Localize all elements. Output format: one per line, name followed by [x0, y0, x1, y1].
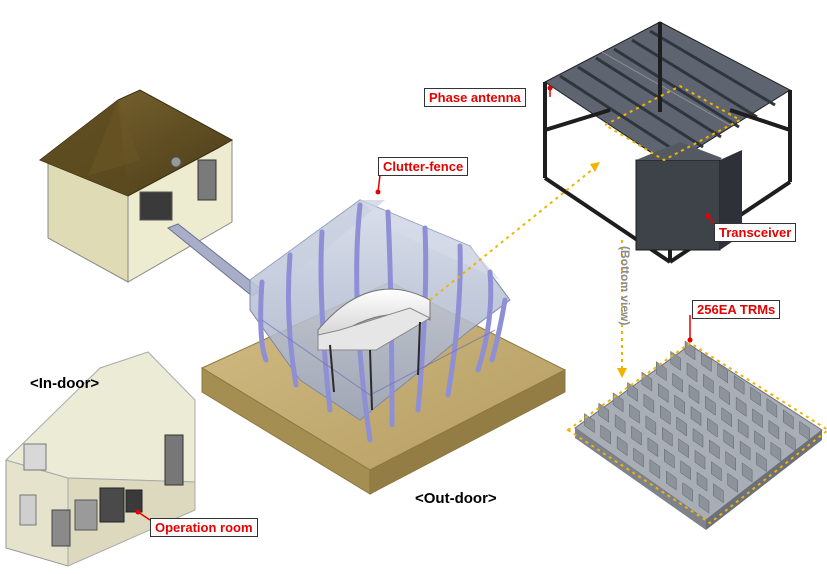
trm-module — [739, 440, 751, 461]
label-trms: 256EA TRMs — [692, 300, 781, 319]
trm-module — [692, 427, 704, 448]
trm-module — [633, 447, 644, 468]
trm-module — [629, 403, 640, 424]
trm-module — [686, 362, 698, 383]
trm-module — [766, 397, 778, 418]
trm-module — [768, 419, 780, 440]
trm-module — [584, 413, 595, 434]
label-phase-antenna: Phase antenna — [424, 88, 526, 107]
house-window — [139, 191, 173, 221]
trm-module — [680, 460, 691, 481]
trm-module — [649, 459, 661, 480]
trm-module — [721, 407, 732, 428]
trm-module — [696, 471, 708, 492]
house — [39, 89, 234, 283]
trm-module — [647, 437, 659, 458]
trm-module — [674, 394, 685, 415]
trm-module — [698, 493, 710, 514]
cable-duct — [167, 223, 263, 297]
trm-module — [641, 371, 653, 392]
operation-room-cutaway — [5, 351, 196, 567]
trm-module — [727, 472, 738, 493]
trm-module — [645, 415, 657, 436]
trm-module — [703, 373, 714, 394]
trm-module — [598, 402, 609, 423]
trm-module — [688, 384, 700, 405]
trm-module — [725, 450, 736, 471]
trm-module — [694, 449, 706, 470]
trm-module — [600, 424, 611, 445]
trm-array — [574, 340, 823, 530]
label-clutter-fence: Clutter-fence — [378, 157, 469, 176]
radar-dome — [317, 288, 432, 411]
trm-module — [770, 441, 782, 462]
label-transceiver: Transceiver — [714, 223, 797, 242]
trm-module — [616, 436, 628, 457]
trm-module — [713, 483, 724, 504]
label-bottom-view: (Bottom view) — [618, 246, 632, 326]
transceiver-cabinet — [635, 159, 721, 251]
trm-module — [658, 383, 669, 404]
trm-module — [709, 439, 720, 460]
label-outdoor: <Out-door> — [415, 490, 497, 507]
trm-module — [719, 385, 730, 406]
trm-module — [690, 406, 702, 427]
trm-module — [717, 363, 728, 384]
label-indoor: <In-door> — [30, 375, 100, 392]
trm-module — [627, 381, 638, 402]
trm-module — [664, 448, 675, 469]
trm-module — [707, 417, 718, 438]
trm-module — [785, 431, 796, 452]
trm-module — [656, 361, 667, 382]
trm-module — [684, 340, 696, 361]
trm-module — [643, 393, 655, 414]
trm-module — [752, 408, 763, 429]
trm-module — [660, 404, 671, 425]
trm-module — [711, 461, 722, 482]
house-door — [197, 159, 217, 201]
trm-module — [631, 425, 642, 446]
trm-module — [614, 414, 626, 435]
trm-module — [678, 438, 689, 459]
trm-module — [672, 372, 683, 393]
trm-module — [783, 409, 794, 430]
trm-module — [682, 482, 693, 503]
trm-module — [737, 418, 749, 439]
trm-module — [723, 429, 734, 450]
leader-lines — [135, 84, 827, 525]
trm-module — [705, 395, 716, 416]
trm-module — [676, 416, 687, 437]
trm-module — [666, 470, 677, 491]
trm-module — [799, 420, 810, 441]
trm-module — [662, 426, 673, 447]
trm-module — [750, 386, 761, 407]
trm-module — [756, 452, 767, 473]
trm-module — [741, 462, 753, 483]
trm-module — [754, 430, 765, 451]
label-operation-room: Operation room — [150, 518, 258, 537]
trm-module — [733, 374, 745, 395]
operation-room-door — [164, 434, 184, 486]
trm-module — [735, 396, 747, 417]
trm-module — [701, 351, 712, 372]
